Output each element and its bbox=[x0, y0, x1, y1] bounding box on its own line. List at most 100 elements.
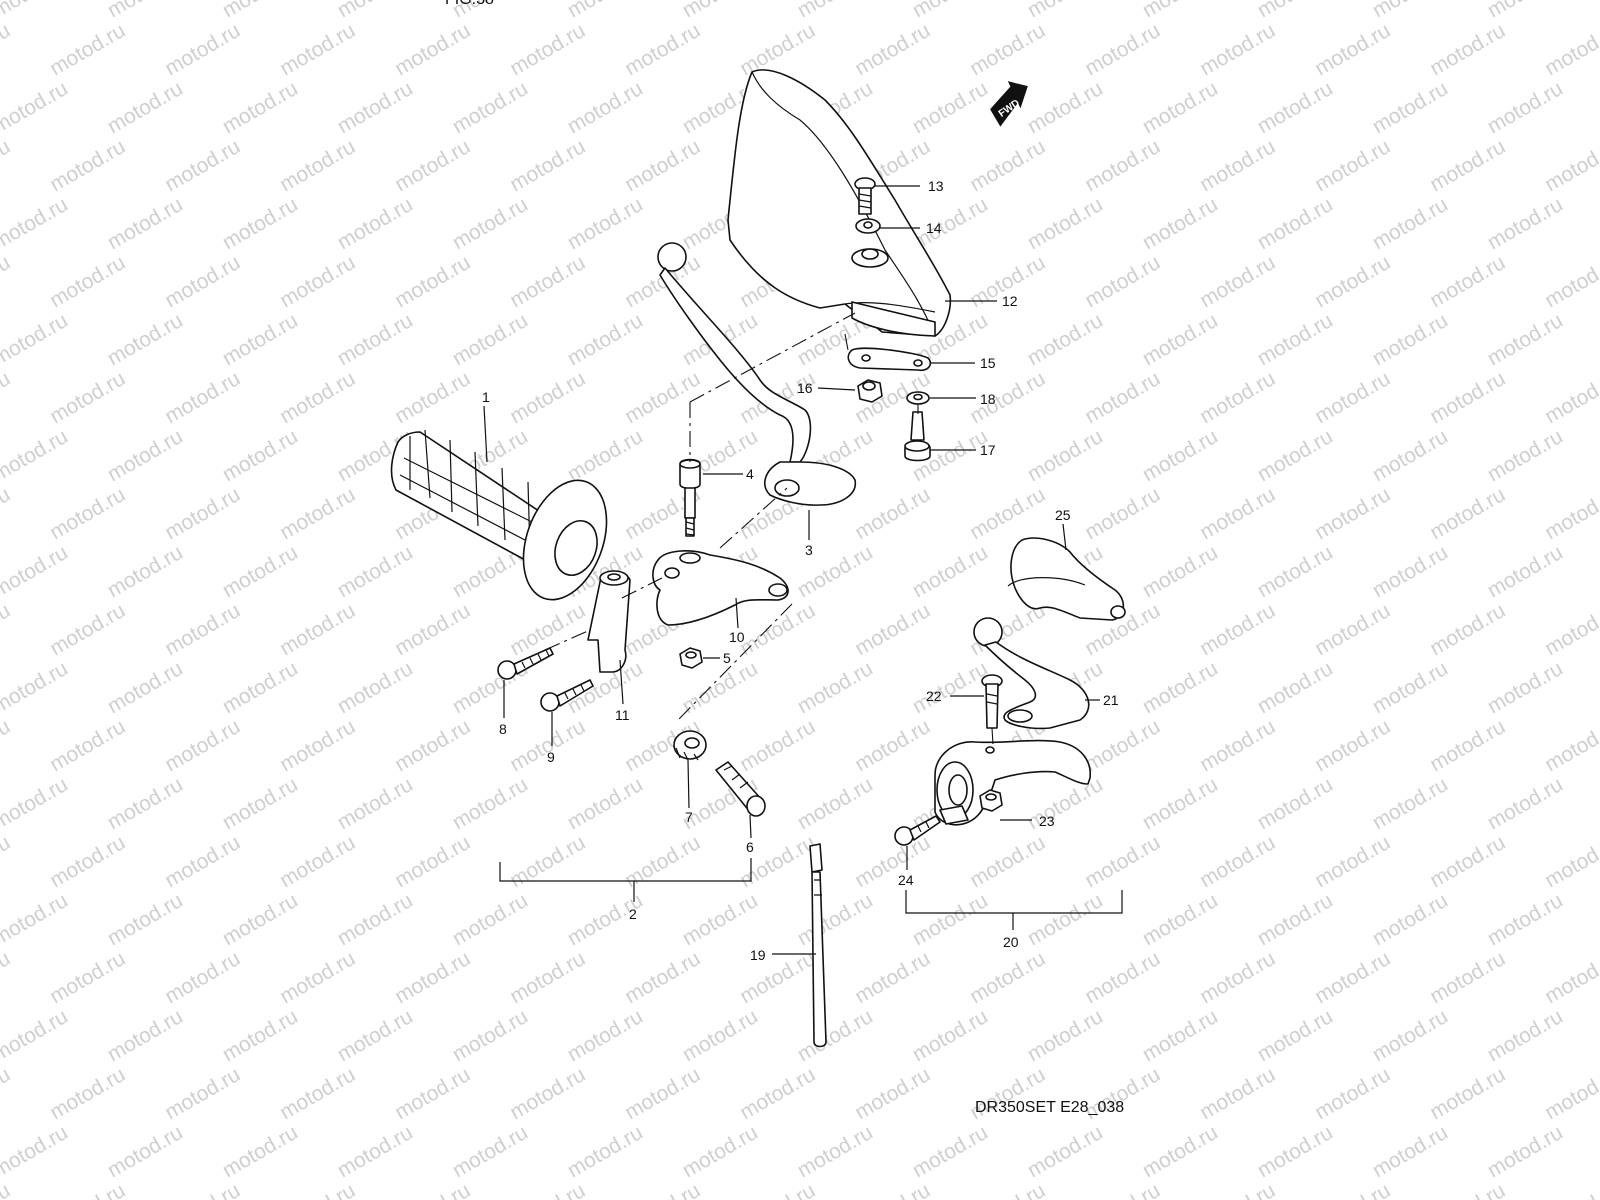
watermark-text: motod.ru bbox=[46, 251, 129, 312]
callout-20: 20 bbox=[1003, 934, 1019, 950]
watermark-text: motod.ru bbox=[391, 947, 474, 1008]
watermark-text: motod.ru bbox=[1254, 77, 1337, 138]
watermark-text: motod.ru bbox=[1139, 77, 1222, 138]
watermark-text: motod.ru bbox=[1426, 715, 1509, 776]
watermark-text: motod.ru bbox=[1484, 425, 1567, 486]
watermark-text: motod.ru bbox=[104, 425, 187, 486]
watermark-text: motod.ru bbox=[334, 193, 417, 254]
watermark-text: motod.ru bbox=[794, 657, 877, 718]
watermark-text: motod.ru bbox=[449, 889, 532, 950]
watermark-text: motod.ru bbox=[1541, 831, 1600, 892]
watermark-text: motod.ru bbox=[1254, 425, 1337, 486]
watermark-text: motod.ru bbox=[334, 309, 417, 370]
watermark-text: motod.ru bbox=[46, 483, 129, 544]
watermark-text: motod.ru bbox=[1311, 1063, 1394, 1124]
watermark-text: motod.ru bbox=[104, 657, 187, 718]
watermark-text: motod.ru bbox=[104, 1121, 187, 1182]
screw-part-13 bbox=[854, 177, 876, 215]
watermark-text: motod.ru bbox=[161, 831, 244, 892]
watermark-text: motod.ru bbox=[1139, 541, 1222, 602]
watermark-text: motod.ru bbox=[1024, 1121, 1107, 1182]
watermark-text: motod.ru bbox=[1139, 425, 1222, 486]
watermark-text: motod.ru bbox=[276, 831, 359, 892]
watermark-text: motod.ru bbox=[851, 1063, 934, 1124]
watermark-text: motod.ru bbox=[0, 1179, 14, 1200]
watermark-text: motod.ru bbox=[1484, 193, 1567, 254]
watermark-text: motod.ru bbox=[506, 251, 589, 312]
watermark-text: motod.ru bbox=[219, 425, 302, 486]
watermark-text: motod.ru bbox=[621, 367, 704, 428]
watermark-text: motod.ru bbox=[0, 0, 72, 22]
washer-part-18 bbox=[906, 391, 930, 405]
watermark-text: motod.ru bbox=[391, 135, 474, 196]
watermark-text: motod.ru bbox=[506, 831, 589, 892]
watermark-text: motod.ru bbox=[1196, 947, 1279, 1008]
callout-15: 15 bbox=[980, 355, 996, 371]
watermark-text: motod.ru bbox=[506, 367, 589, 428]
watermark-text: motod.ru bbox=[104, 77, 187, 138]
watermark-text: motod.ru bbox=[46, 135, 129, 196]
watermark-text: motod.ru bbox=[334, 657, 417, 718]
watermark-text: motod.ru bbox=[276, 1179, 359, 1200]
watermark-text: motod.ru bbox=[1369, 1005, 1452, 1066]
watermark-text: motod.ru bbox=[0, 715, 14, 776]
watermark-text: motod.ru bbox=[46, 715, 129, 776]
watermark-text: motod.ru bbox=[564, 193, 647, 254]
watermark-text: motod.ru bbox=[1484, 541, 1567, 602]
watermark-text: motod.ru bbox=[1369, 773, 1452, 834]
watermark-text: motod.ru bbox=[506, 947, 589, 1008]
figure-title-partial: FIG.38 bbox=[445, 0, 494, 8]
watermark-text: motod.ru bbox=[391, 831, 474, 892]
watermark-text: motod.ru bbox=[104, 193, 187, 254]
watermark-text: motod.ru bbox=[1484, 309, 1567, 370]
watermark-text: motod.ru bbox=[0, 425, 72, 486]
watermark-text: motod.ru bbox=[1311, 831, 1394, 892]
watermark-text: motod.ru bbox=[736, 19, 819, 80]
watermark-text: motod.ru bbox=[564, 425, 647, 486]
callout-10: 10 bbox=[729, 629, 745, 645]
watermark-text: motod.ru bbox=[1081, 715, 1164, 776]
watermark-text: motod.ru bbox=[1369, 77, 1452, 138]
watermark-text: motod.ru bbox=[1426, 483, 1509, 544]
watermark-text: motod.ru bbox=[1369, 193, 1452, 254]
watermark-text: motod.ru bbox=[276, 19, 359, 80]
watermark-text: motod.ru bbox=[0, 19, 14, 80]
watermark-text: motod.ru bbox=[1254, 1005, 1337, 1066]
watermark-text: motod.ru bbox=[621, 19, 704, 80]
watermark-text: motod.ru bbox=[1311, 19, 1394, 80]
hot-start-lever-part bbox=[973, 617, 1090, 730]
watermark-text: motod.ru bbox=[909, 889, 992, 950]
watermark-text: motod.ru bbox=[909, 1121, 992, 1182]
callout-3: 3 bbox=[805, 542, 813, 558]
watermark-text: motod.ru bbox=[1426, 251, 1509, 312]
screw-part-24 bbox=[894, 815, 941, 846]
watermark-text: motod.ru bbox=[1311, 367, 1394, 428]
callout-12: 12 bbox=[1002, 293, 1018, 309]
watermark-text: motod.ru bbox=[219, 889, 302, 950]
lever-boot-part bbox=[1007, 537, 1126, 621]
watermark-text: motod.ru bbox=[1426, 367, 1509, 428]
watermark-text: motod.ru bbox=[161, 135, 244, 196]
watermark-text: motod.ru bbox=[46, 367, 129, 428]
watermark-text: motod.ru bbox=[1024, 309, 1107, 370]
watermark-text: motod.ru bbox=[334, 773, 417, 834]
watermark-text: motod.ru bbox=[449, 1121, 532, 1182]
screw-part-9 bbox=[540, 679, 594, 712]
watermark-text: motod.ru bbox=[851, 19, 934, 80]
watermark-text: motod.ru bbox=[1196, 483, 1279, 544]
watermark-text: motod.ru bbox=[564, 1005, 647, 1066]
watermark-text: motod.ru bbox=[966, 947, 1049, 1008]
callout-labels: 1 2 3 4 5 6 7 8 9 10 11 12 13 14 15 16 1… bbox=[482, 178, 1119, 963]
callout-5: 5 bbox=[723, 650, 731, 666]
watermark-text: motod.ru bbox=[449, 193, 532, 254]
watermark-text: motod.ru bbox=[219, 193, 302, 254]
watermark-text: motod.ru bbox=[564, 309, 647, 370]
watermark-text: motod.ru bbox=[46, 831, 129, 892]
watermark-text: motod.ru bbox=[1369, 309, 1452, 370]
watermark-text: motod.ru bbox=[161, 19, 244, 80]
watermark-text: motod.ru bbox=[1426, 135, 1509, 196]
watermark-text: motod.ru bbox=[0, 599, 14, 660]
adjuster-bolt-part bbox=[715, 761, 766, 817]
watermark-text: motod.ru bbox=[391, 367, 474, 428]
watermark-text: motod.ru bbox=[736, 715, 819, 776]
